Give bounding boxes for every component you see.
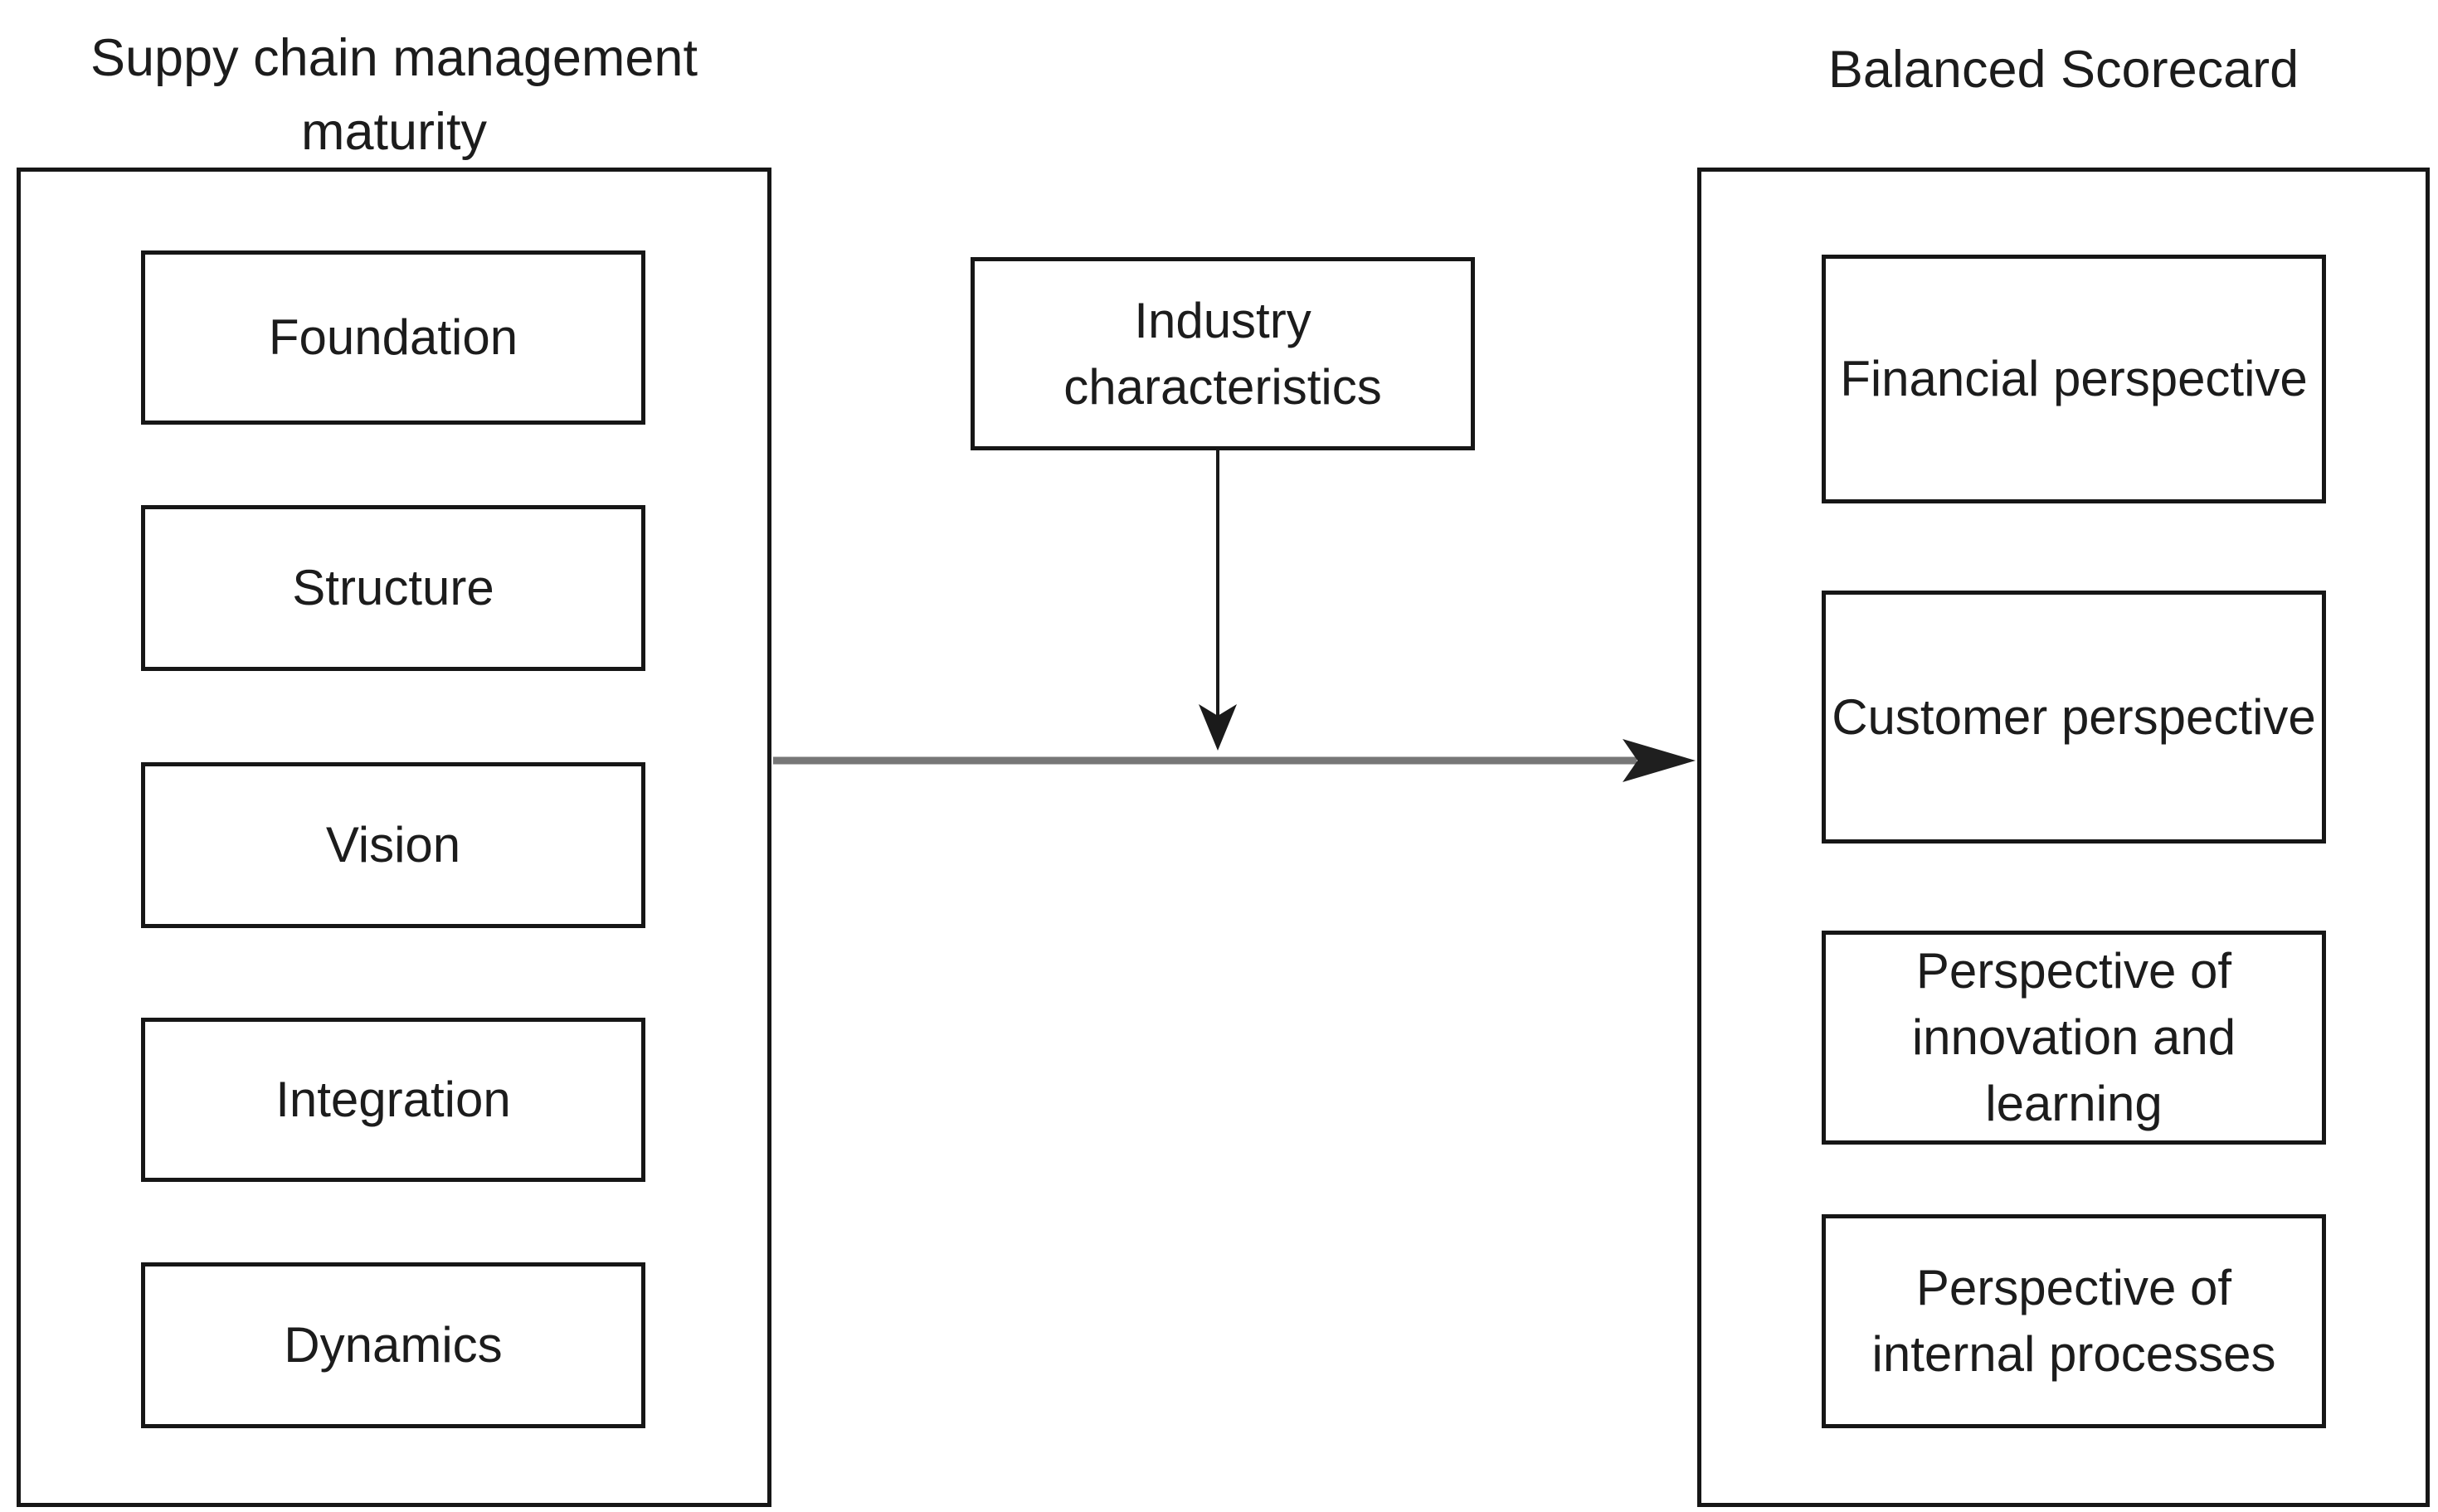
right-section-title: Balanced Scorecard	[1827, 41, 2299, 99]
node-integration-label: Integration	[275, 1072, 511, 1128]
node-innovation-learning-perspective: Perspective of innovation and learning	[1822, 931, 2326, 1145]
node-structure: Structure	[141, 505, 645, 671]
maturity-to-scorecard-arrow	[773, 739, 1696, 782]
node-industry-characteristics-label: Industry characteristics	[1063, 292, 1382, 415]
node-structure-label: Structure	[292, 560, 494, 616]
industry-arrow-head-icon	[1199, 704, 1237, 751]
node-integration: Integration	[141, 1018, 645, 1182]
node-customer-perspective: Customer perspective	[1822, 591, 2326, 844]
node-foundation: Foundation	[141, 250, 645, 425]
node-industry-characteristics: Industry characteristics	[971, 257, 1475, 450]
node-vision: Vision	[141, 762, 645, 928]
node-foundation-label: Foundation	[268, 309, 518, 366]
maturity-container: Foundation Structure Vision Integration …	[17, 168, 771, 1507]
node-dynamics: Dynamics	[141, 1262, 645, 1428]
node-financial-perspective: Financial perspective	[1822, 255, 2326, 503]
left-section-title: Suppy chain management maturity	[90, 29, 698, 162]
node-financial-perspective-label: Financial perspective	[1840, 351, 2308, 407]
node-dynamics-label: Dynamics	[284, 1317, 503, 1373]
node-innovation-learning-perspective-label: Perspective of innovation and learning	[1911, 943, 2236, 1131]
node-internal-processes-perspective: Perspective of internal processes	[1822, 1214, 2326, 1428]
industry-to-connector-arrow	[1199, 450, 1237, 751]
node-customer-perspective-label: Customer perspective	[1832, 688, 2316, 745]
node-vision-label: Vision	[325, 817, 461, 873]
node-internal-processes-perspective-label: Perspective of internal processes	[1871, 1260, 2276, 1382]
scorecard-container: Financial perspective Customer perspecti…	[1697, 168, 2430, 1507]
maturity-arrow-head-icon	[1623, 739, 1696, 782]
